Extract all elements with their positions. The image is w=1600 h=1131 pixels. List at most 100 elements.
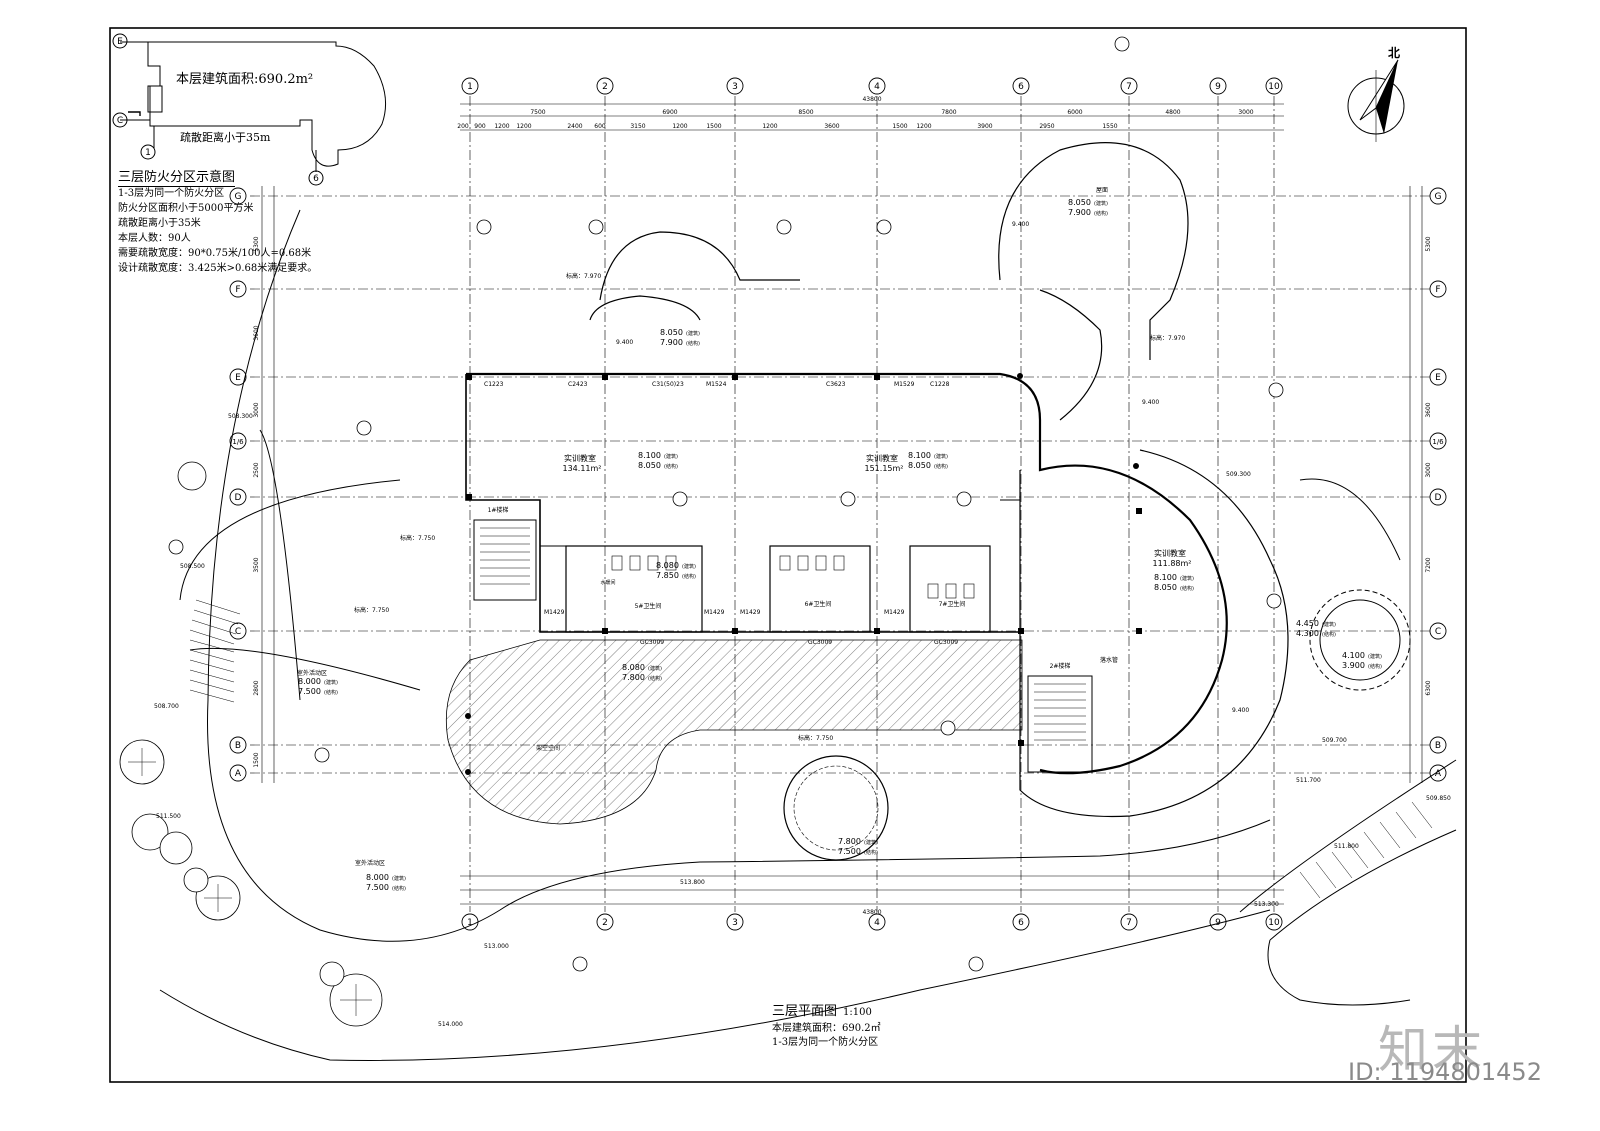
dim-value: 6900 [662, 109, 677, 116]
door-window-tag: M1429 [740, 609, 761, 616]
stair-treads [480, 527, 1086, 741]
room-name: 屋面 [1096, 187, 1108, 194]
dim-value: 1200 [494, 123, 509, 130]
site-level: 511.700 [1296, 777, 1321, 784]
elevation-tag: (结构) [1322, 631, 1336, 638]
elevation-tag: (结构) [686, 340, 700, 347]
elevation-arch: 8.100 [908, 451, 931, 460]
curved-roofs [589, 142, 1189, 861]
axis-label-col: 10 [1268, 82, 1280, 92]
elevation-arch: 8.100 [638, 451, 661, 460]
plan-title-text: 三层平面图 [772, 1004, 838, 1019]
dim-value: 1200 [916, 123, 931, 130]
elevation-tag: (建筑) [686, 330, 700, 337]
site-stairs [189, 599, 1433, 899]
elevation-arch: 8.080 [622, 663, 645, 672]
site-level: 509.700 [1322, 737, 1347, 744]
door-window-tag: C31(50)23 [652, 381, 684, 388]
legend-note: 需要疏散宽度：90*0.75米/100人=0.68米 [118, 248, 312, 259]
axis-label-col-bottom: 7 [1126, 918, 1132, 928]
room-area: 151.15m² [865, 464, 904, 473]
axis-label-col: 7 [1126, 82, 1132, 92]
room-name: 室外活动区 [297, 669, 327, 677]
dim-value: 2500 [253, 462, 260, 477]
door-window-tag: C1223 [484, 381, 504, 388]
dim-value: 7800 [941, 109, 956, 116]
landscape-trees [119, 461, 383, 1027]
axis-label-row: B [235, 741, 241, 751]
elevation-tag: (结构) [664, 463, 678, 470]
axis-label-col: 2 [602, 82, 608, 92]
roof-level: 9.400 [1232, 707, 1249, 714]
elevation-struct: 8.050 [908, 461, 931, 470]
dim-value: 1500 [706, 123, 721, 130]
dim-value: 4800 [1165, 109, 1180, 116]
axis-label-row: F [235, 285, 240, 295]
legend-note: 设计疏散宽度：3.425米>0.68米满足要求。 [118, 263, 318, 274]
north-arrow [1347, 59, 1405, 142]
room-name: 6#卫生间 [805, 600, 832, 608]
axis-label-col-bottom: 10 [1268, 918, 1280, 928]
room-name: 2#楼梯 [1050, 662, 1071, 670]
elevation-arch: 4.450 [1296, 619, 1319, 628]
legend-note: 防火分区面积小于5000平方米 [118, 203, 254, 214]
elevation-tag: (建筑) [324, 679, 338, 686]
drain-level: 标高：7.750 [354, 606, 389, 614]
elevation-arch: 8.050 [660, 328, 683, 337]
tree-centers [128, 748, 372, 1016]
door-window-tag: M1429 [544, 609, 565, 616]
dim-value: 6000 [1067, 109, 1082, 116]
dim-value: 3600 [1425, 402, 1432, 417]
door-window-tag: GC3009 [808, 639, 832, 646]
axis-label-row-right: A [1435, 769, 1442, 779]
door-window-tag: GC3009 [640, 639, 664, 646]
room-name: 室外活动区 [355, 859, 385, 867]
brand-id: ID: 1194801452 [1348, 1058, 1542, 1086]
door-window-tag: C3623 [826, 381, 846, 388]
axis-bubbles-bottom [461, 913, 1283, 931]
key-axis-label: 6 [313, 174, 319, 184]
elevation-tag: (结构) [1368, 663, 1382, 670]
drain-level: 标高：7.750 [798, 734, 833, 742]
structural-columns [465, 373, 1142, 775]
legend-note: 疏散距离小于35米 [118, 218, 201, 229]
room-name: 实训教室 [1154, 548, 1186, 558]
axis-label-row-right: G [1435, 192, 1442, 202]
key-plan-area: 本层建筑面积:690.2m² [176, 72, 314, 87]
site-paths [159, 209, 1457, 1061]
key-plan-distance: 疏散距离小于35m [180, 131, 271, 144]
dim-value: 5300 [253, 236, 260, 251]
dim-value: 1500 [253, 752, 260, 767]
door-window-tag: C1228 [930, 381, 950, 388]
dim-total-bottom: 43800 [862, 909, 881, 916]
axis-label-row-right: D [1435, 493, 1442, 503]
site-level: 508.300 [228, 413, 253, 420]
elevation-struct: 7.900 [1068, 208, 1091, 217]
elevation-tag: (结构) [392, 885, 406, 892]
dim-value: 7200 [1425, 557, 1432, 572]
axis-label-col-bottom: 1 [467, 918, 473, 928]
key-plan-labels: E C 1 6 [117, 37, 319, 184]
sheet-border [109, 27, 1467, 1083]
room-name: 1#楼梯 [488, 506, 509, 514]
site-level: 514.000 [438, 1021, 463, 1028]
elevation-struct: 7.500 [298, 687, 321, 696]
door-window-tag: M1429 [704, 609, 725, 616]
elevation-struct: 7.800 [622, 673, 645, 682]
site-level: 509.850 [1426, 795, 1451, 802]
dim-value: 3600 [824, 123, 839, 130]
axis-label-col: 3 [732, 82, 738, 92]
axis-label-col: 9 [1215, 82, 1221, 92]
dim-value: 2800 [253, 680, 260, 695]
key-axis-1 [140, 144, 156, 160]
room-area: 111.88m² [1153, 559, 1192, 568]
elevation-struct: 7.900 [660, 338, 683, 347]
axis-label-row-right: F [1435, 285, 1440, 295]
dim-value: 1200 [672, 123, 687, 130]
axis-label-row-right: B [1435, 741, 1441, 751]
toilet-fixtures [611, 555, 975, 599]
axis-label-col: 4 [874, 82, 880, 92]
legend-note: 1-3层为同一个防火分区 [118, 188, 225, 199]
axis-label-row: G [235, 192, 242, 202]
